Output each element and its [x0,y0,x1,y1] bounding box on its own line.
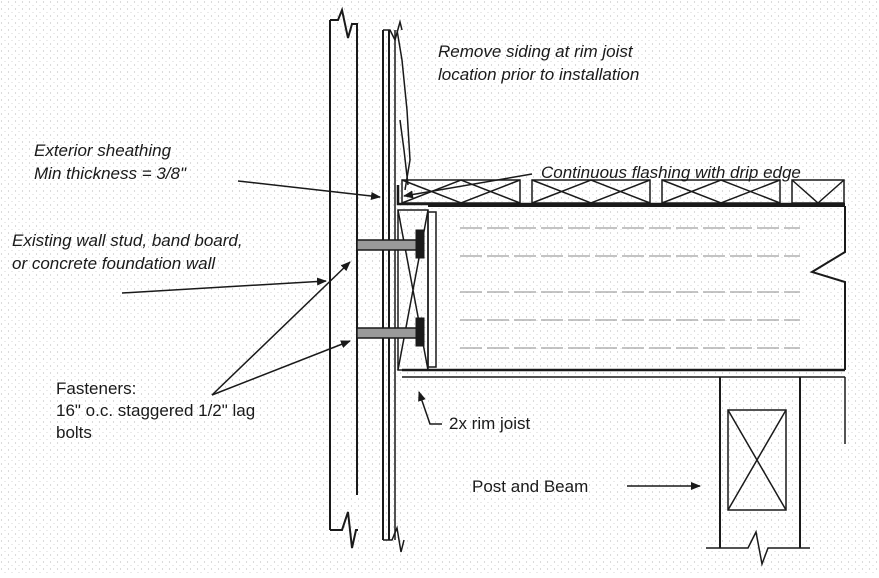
leader-lines [121,173,701,490]
sheathing-label-line2: Min thickness = 3/8" [34,164,187,183]
deck-boards [401,179,845,205]
post-and-beam [706,377,846,567]
exterior-sheathing [382,19,405,553]
post-and-beam-label: Post and Beam [472,477,589,496]
wall-stud-label-line2: or concrete foundation wall [12,254,216,273]
flashing-label: Continuous flashing with drip edge [541,163,801,182]
lag-bolts [356,229,425,347]
rim-joist-label: 2x rim joist [449,414,531,433]
sheathing-label-line1: Exterior sheathing [34,141,172,160]
fasteners-label-line3: bolts [56,423,92,442]
fasteners-label-line1: Fasteners: [56,379,137,398]
existing-wall [329,6,358,549]
floor-joist [402,205,846,378]
wall-stud-label-line1: Existing wall stud, band board, [12,231,243,250]
remove-siding-note-line2: location prior to installation [438,65,640,84]
siding [396,29,411,191]
remove-siding-note-line1: Remove siding at rim joist [438,42,633,61]
flashing [396,185,845,206]
fasteners-label-line2: 16" o.c. staggered 1/2" lag [56,401,256,420]
